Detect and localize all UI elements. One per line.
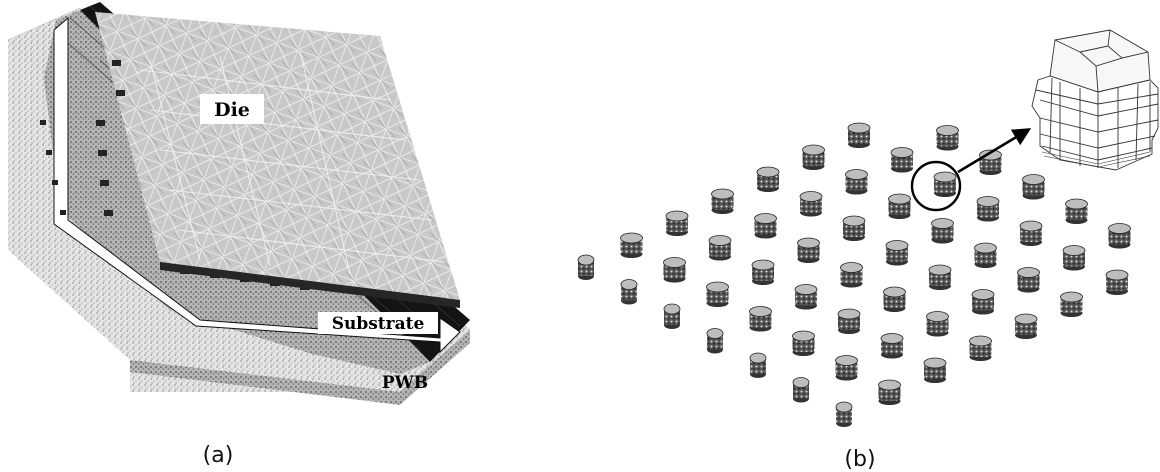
solder-bump — [1022, 174, 1045, 200]
solder-bump — [885, 240, 909, 266]
solder-bump — [969, 335, 992, 361]
solder-bump — [888, 193, 911, 219]
bump-array-b — [577, 122, 1131, 427]
solder-bump — [620, 232, 643, 258]
highlight-circle — [910, 160, 962, 212]
solder-bump — [799, 191, 823, 217]
solder-bump — [756, 166, 780, 192]
substrate-edge-strip — [53, 16, 461, 354]
solder-bump — [1019, 220, 1043, 246]
solder-bump — [1017, 267, 1040, 293]
solder-bump — [1105, 269, 1129, 295]
solder-bump — [979, 149, 1002, 175]
solder-bump — [923, 357, 947, 383]
solder-bump — [663, 303, 681, 329]
solder-bump — [754, 213, 777, 239]
solder-bump — [792, 330, 815, 356]
substrate-callout: Substrate — [318, 312, 438, 334]
solder-bump — [840, 262, 863, 288]
solder-bump — [845, 169, 868, 195]
solder-bump — [706, 328, 724, 354]
solder-bump — [880, 333, 904, 359]
solder-bump — [792, 377, 810, 403]
solder-bump — [706, 281, 729, 307]
pwb-label: PWB — [382, 373, 428, 393]
die-top-face — [95, 12, 460, 300]
solder-bump — [1065, 198, 1088, 224]
solder-bump — [577, 254, 595, 280]
die-label: Die — [214, 99, 250, 121]
die-mesh-lines — [139, 49, 446, 275]
solder-bump — [665, 210, 689, 236]
solder-bump — [835, 355, 858, 381]
solder-bump — [976, 196, 1000, 222]
pwb-right-face — [400, 330, 470, 405]
package-model-a: Die Substrate PWB (a) — [7, 2, 471, 468]
pwb-callout: PWB — [382, 373, 428, 393]
panel-label-a: (a) — [203, 443, 234, 468]
zoom-arrow — [957, 128, 1032, 174]
panel-label-b: (b) — [844, 447, 875, 472]
solder-bump — [663, 257, 686, 283]
solder-bump — [847, 122, 871, 148]
solder-bump — [936, 125, 959, 151]
solder-bump — [971, 289, 995, 315]
solder-bump — [711, 188, 734, 214]
solder-bump — [797, 237, 820, 263]
solder-bump — [1060, 291, 1083, 317]
solder-bump — [708, 235, 732, 261]
magnified-bump — [1031, 29, 1159, 171]
solder-bump — [835, 401, 853, 427]
solder-bump — [933, 171, 957, 197]
solder-bump — [749, 352, 767, 378]
die-side-face — [160, 262, 460, 308]
solder-bump — [890, 147, 914, 173]
solder-bump — [926, 311, 949, 337]
pwb-front-face — [130, 360, 400, 405]
solder-bump — [1014, 313, 1038, 339]
solder-bump — [1108, 223, 1131, 249]
substrate-label: Substrate — [332, 314, 425, 334]
solder-bump — [751, 259, 775, 285]
solder-bump — [802, 144, 825, 170]
solder-bump — [1062, 245, 1086, 271]
solder-bump — [749, 306, 772, 332]
solder-bump — [620, 279, 638, 305]
solder-bump — [931, 218, 954, 244]
solder-bump — [878, 379, 901, 405]
solder-bump — [794, 284, 818, 310]
solder-bump — [842, 215, 866, 241]
die-callout: Die — [200, 94, 264, 124]
solder-bump — [974, 242, 997, 268]
solder-bump — [928, 264, 952, 290]
solder-bump — [837, 308, 861, 334]
solder-bump — [883, 286, 906, 312]
